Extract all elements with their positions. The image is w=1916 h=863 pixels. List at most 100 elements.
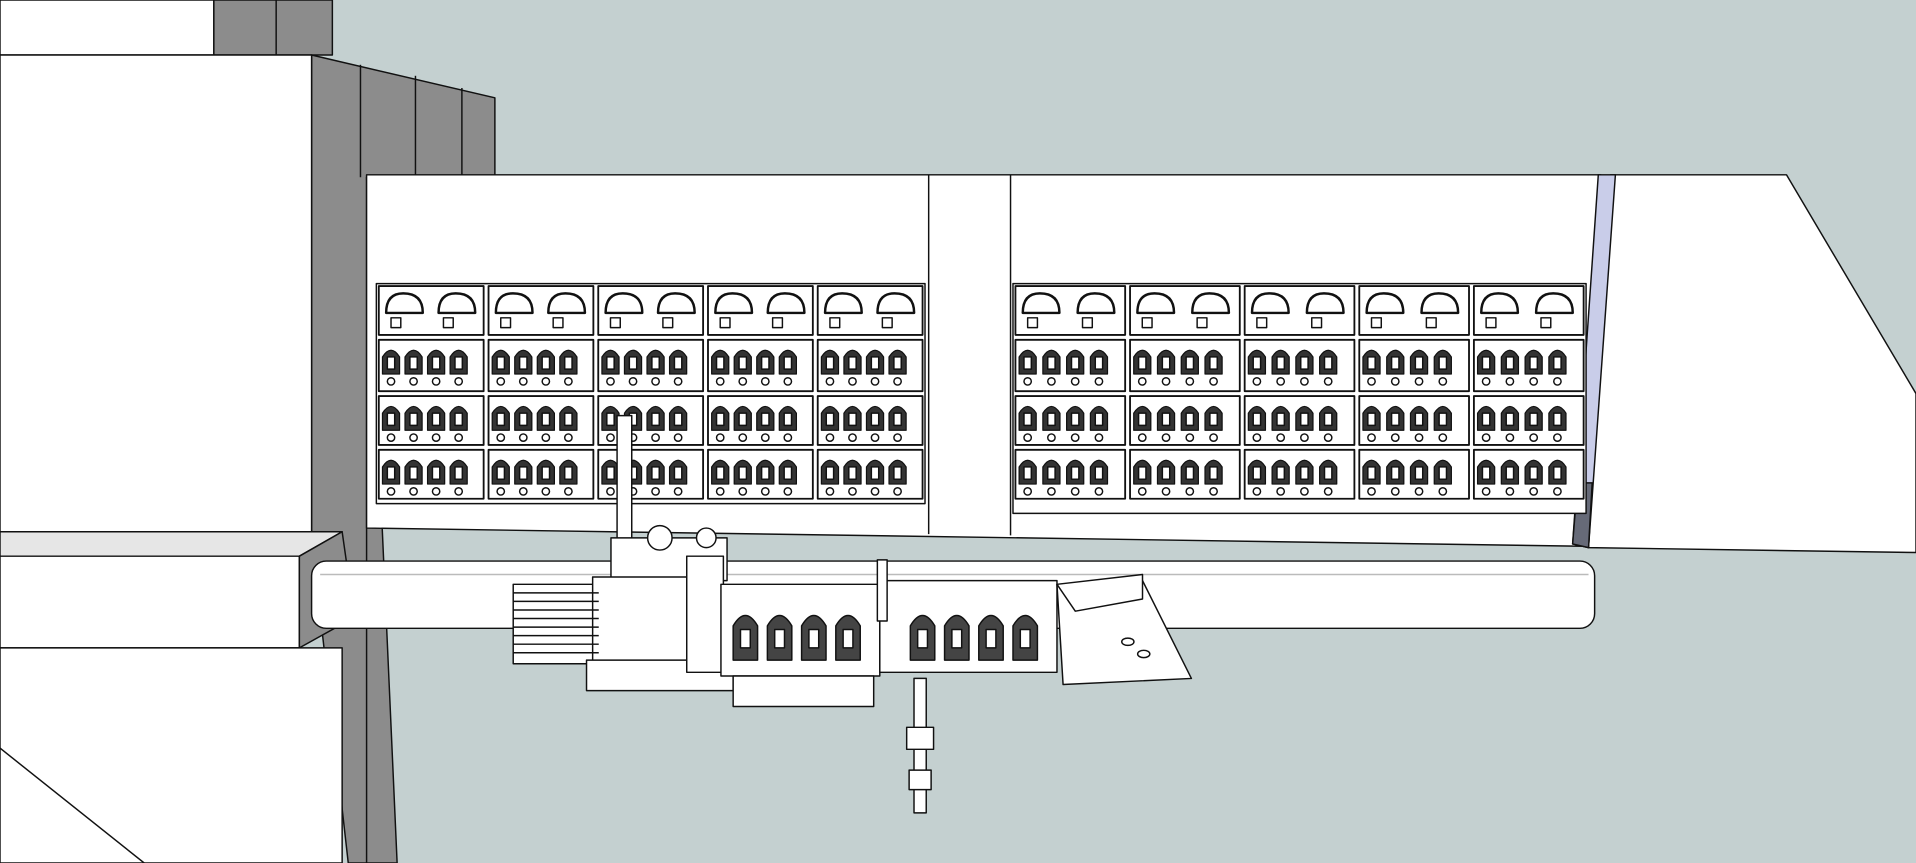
bay-light — [1185, 356, 1195, 370]
cockpit-arch — [604, 292, 644, 315]
bay-port — [893, 433, 902, 443]
cockpit-arch — [1534, 292, 1574, 315]
bay-port — [848, 433, 857, 443]
bay-light — [409, 356, 418, 370]
bay-port — [1252, 433, 1262, 443]
bay-light — [496, 412, 506, 427]
bay-light — [606, 356, 615, 370]
ship-window-light — [916, 628, 929, 649]
ship-mast — [876, 559, 888, 622]
bay-port — [1367, 486, 1376, 496]
bay-light — [738, 466, 748, 480]
bay-port — [1367, 433, 1376, 443]
hatch — [1540, 317, 1552, 329]
bay-light — [541, 412, 551, 427]
bay-port — [1323, 486, 1333, 496]
bay-port — [1505, 376, 1515, 386]
bay-port — [563, 433, 573, 443]
cockpit-arch — [1420, 292, 1460, 315]
hatch — [442, 317, 454, 329]
bay-light — [1094, 466, 1104, 480]
bay-light — [1553, 412, 1562, 427]
bay-light — [848, 466, 857, 480]
cockpit-arch — [1021, 292, 1061, 315]
bay-port — [1276, 376, 1286, 386]
bay-port — [1252, 486, 1262, 496]
cockpit-arch — [1365, 292, 1405, 315]
prow-port — [1121, 637, 1135, 647]
bay-port — [1185, 486, 1195, 496]
bay-light — [606, 412, 615, 427]
main-left-block — [0, 54, 313, 533]
bay-port — [1047, 376, 1056, 386]
bay-light — [673, 412, 683, 427]
bay-light — [1209, 412, 1218, 427]
bay-light — [1023, 356, 1033, 370]
bay-port — [760, 433, 770, 443]
bay-light — [1252, 412, 1262, 427]
bay-light — [454, 466, 464, 480]
cockpit-arch — [823, 292, 863, 315]
bay-light — [783, 356, 793, 370]
bay-light — [738, 412, 748, 427]
bay-port — [738, 376, 748, 386]
bay-port — [1323, 433, 1333, 443]
bay-port — [848, 376, 857, 386]
bay-port — [738, 433, 748, 443]
bay-light — [1137, 356, 1147, 370]
bay-port — [1070, 486, 1080, 496]
prow-port — [1136, 649, 1151, 659]
bay-port — [760, 486, 770, 496]
bay-light — [760, 466, 770, 480]
bay-light — [1438, 466, 1448, 480]
bay-port — [1137, 376, 1147, 386]
bay-port — [825, 376, 835, 386]
bay-light — [1438, 356, 1448, 370]
ship-dome — [695, 527, 717, 549]
hatch — [662, 317, 674, 329]
bay-port — [541, 376, 551, 386]
bay-light — [1300, 356, 1309, 370]
cockpit-arch — [1136, 292, 1176, 315]
bay-light — [848, 356, 857, 370]
bay-light — [1161, 412, 1171, 427]
bay-light — [715, 356, 725, 370]
engine-grille — [513, 592, 599, 654]
bay-light — [1481, 412, 1491, 427]
ship-window-light — [739, 628, 752, 649]
top-left-block — [0, 0, 215, 56]
bay-light — [1137, 466, 1147, 480]
bay-port — [1070, 433, 1080, 443]
bay-port — [431, 433, 441, 443]
ship-window-light — [773, 628, 786, 649]
bay-light — [1185, 412, 1195, 427]
bay-port — [1438, 376, 1448, 386]
bay-port — [1390, 486, 1400, 496]
hatch — [500, 317, 512, 329]
hatch — [719, 317, 731, 329]
bay-port — [783, 376, 793, 386]
bay-port — [1209, 486, 1218, 496]
bay-light — [409, 466, 418, 480]
bay-light — [1047, 412, 1056, 427]
bay-port — [431, 376, 441, 386]
bay-light — [673, 356, 683, 370]
bay-light — [1367, 356, 1376, 370]
cockpit-arch — [1480, 292, 1520, 315]
bay-port — [563, 376, 573, 386]
bay-light — [738, 356, 748, 370]
bay-port — [715, 376, 725, 386]
bay-port — [1300, 486, 1309, 496]
hangar-bay-bank-left — [375, 282, 926, 505]
ship-windows — [732, 614, 1039, 661]
bay-light — [1553, 466, 1562, 480]
bay-light — [1276, 412, 1286, 427]
left-building — [0, 0, 496, 863]
bay-light — [1505, 412, 1515, 427]
bay-port — [651, 486, 660, 496]
bay-port — [651, 376, 660, 386]
bay-port — [541, 433, 551, 443]
bay-port — [893, 486, 902, 496]
bay-port — [1553, 433, 1562, 443]
